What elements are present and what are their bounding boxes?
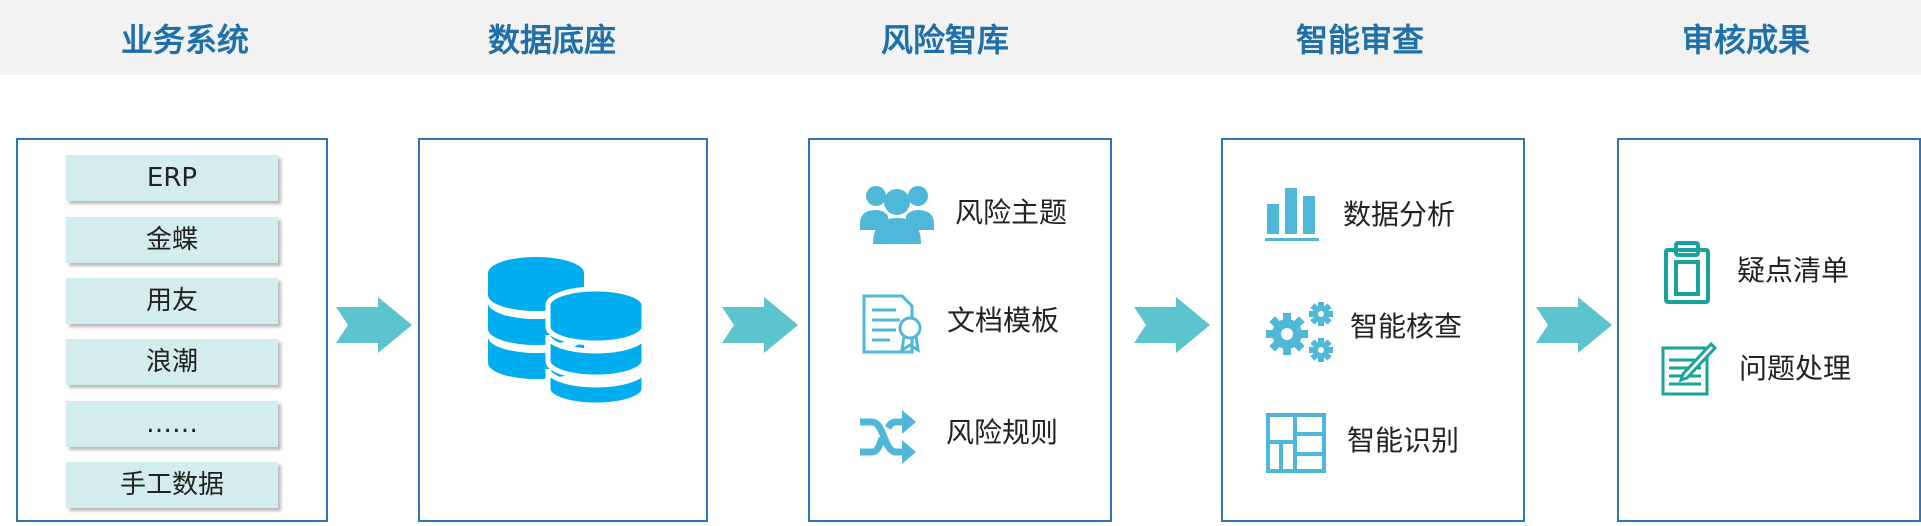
shuffle-icon: [860, 410, 916, 464]
business-systems-box: ERP 金蝶 用友 浪潮 …… 手工数据: [16, 138, 328, 522]
column-title-business-systems: 业务系统: [120, 21, 249, 59]
system-item-kingdee: 金蝶: [66, 217, 278, 263]
review-results-box: 疑点清单 问题处理: [1617, 138, 1921, 522]
flow-arrow-3: [1134, 297, 1210, 353]
data-analysis-label: 数据分析: [1343, 198, 1456, 231]
doubt-list-label: 疑点清单: [1737, 254, 1850, 287]
column-title-data-foundation: 数据底座: [487, 21, 616, 59]
gears-icon: [1266, 302, 1333, 362]
edit-note-icon: [1661, 341, 1717, 396]
smart-check-label: 智能核查: [1350, 310, 1463, 343]
certificate-document-icon: [862, 294, 922, 354]
user-group-icon: [860, 186, 934, 244]
issue-handling-label: 问题处理: [1739, 352, 1852, 385]
header-band: [0, 0, 1921, 75]
column-title-smart-review: 智能审查: [1295, 21, 1424, 59]
smart-review-box: 数据分析 智能核查: [1221, 138, 1525, 522]
database-icon: [488, 257, 647, 407]
system-item-ellipsis: ……: [66, 401, 278, 447]
document-template-label: 文档模板: [947, 304, 1060, 337]
flow-arrow-1: [336, 297, 412, 353]
layout-grid-icon: [1266, 413, 1326, 473]
system-item-inspur: 浪潮: [66, 339, 278, 385]
system-item-erp: ERP: [66, 155, 278, 201]
flow-arrow-2: [722, 297, 798, 353]
risk-theme-label: 风险主题: [955, 196, 1068, 229]
system-item-yonyou: 用友: [66, 278, 278, 324]
smart-identify-label: 智能识别: [1347, 424, 1460, 457]
data-foundation-box: [418, 138, 708, 522]
risk-library-box: 风险主题 文档模板 风险规则: [808, 138, 1112, 522]
column-title-review-results: 审核成果: [1681, 21, 1810, 59]
bar-chart-icon: [1265, 188, 1319, 241]
flow-arrow-4: [1536, 297, 1612, 353]
column-title-risk-library: 风险智库: [880, 21, 1009, 59]
risk-rules-label: 风险规则: [946, 416, 1059, 449]
system-item-manual-data: 手工数据: [66, 462, 278, 508]
clipboard-icon: [1664, 241, 1710, 304]
